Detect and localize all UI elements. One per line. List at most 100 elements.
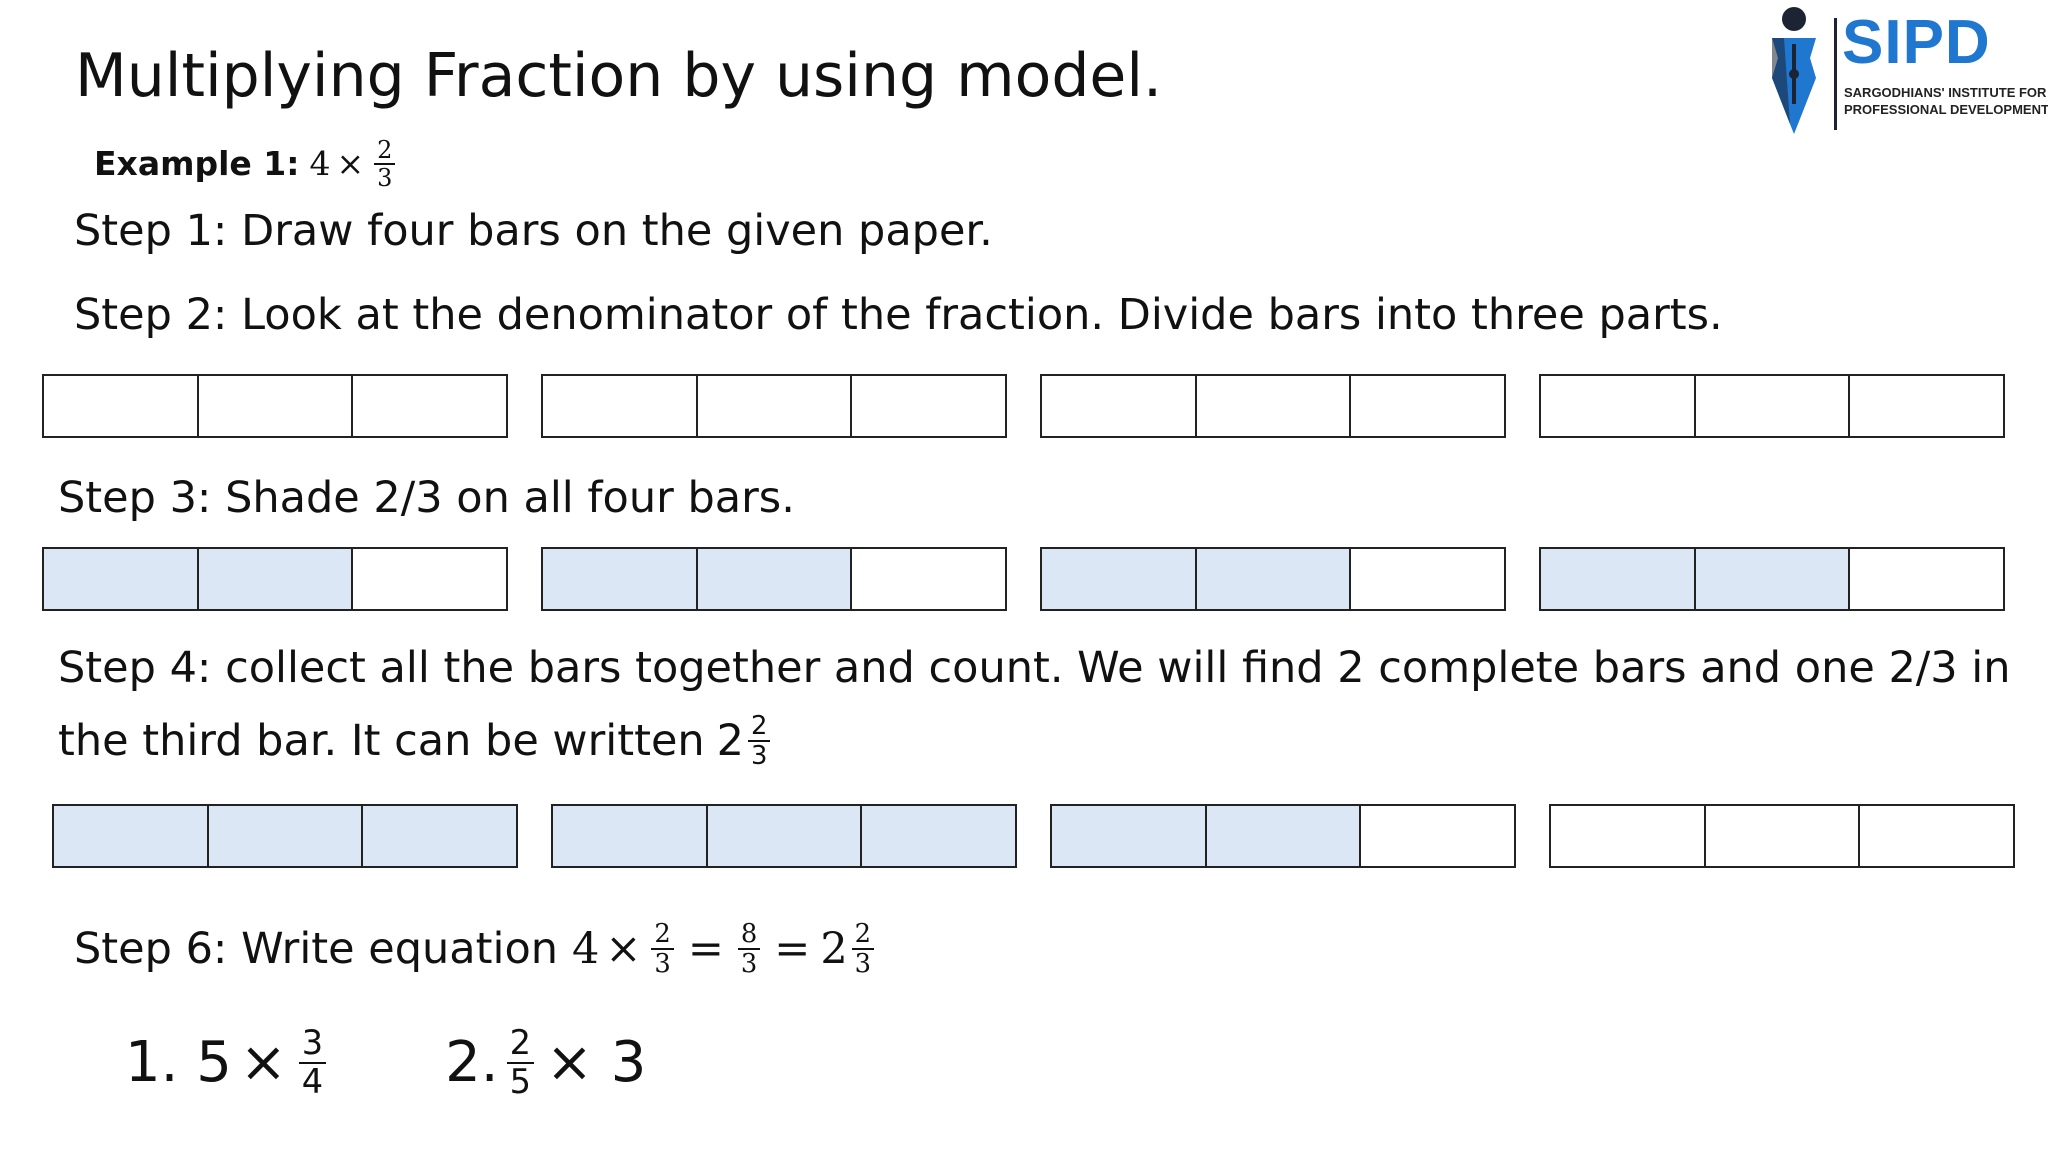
mixed-fraction: 2 3 xyxy=(748,712,771,772)
equals-sign: = xyxy=(774,924,811,975)
example-label: Example 1: xyxy=(94,144,300,183)
step-4-text: the third bar. It can be written xyxy=(58,716,705,767)
step-4-line-1: Step 4: collect all the bars together an… xyxy=(58,643,2011,693)
bar-part xyxy=(198,376,354,436)
equals-sign: = xyxy=(687,924,724,975)
bar-part xyxy=(1361,806,1515,866)
fraction-bar xyxy=(1040,374,1506,438)
fraction-numerator: 2 xyxy=(651,920,674,951)
eq-whole: 4 xyxy=(572,924,600,975)
bar-part xyxy=(852,549,1006,609)
fraction-numerator: 8 xyxy=(737,920,761,951)
fraction-bar xyxy=(52,804,518,868)
bar-part xyxy=(543,376,698,436)
bar-part-shaded xyxy=(44,549,199,609)
fraction-denominator: 3 xyxy=(377,164,393,192)
eq-mixed-whole: 2 xyxy=(820,924,848,975)
bar-part xyxy=(1850,549,2004,609)
fraction-denominator: 5 xyxy=(509,1062,531,1101)
bar-part xyxy=(353,376,507,436)
times-sign: × xyxy=(605,924,642,975)
logo-subtitle: SARGODHIANS' INSTITUTE FOR PROFESSIONAL … xyxy=(1844,84,2048,118)
bar-part-shaded xyxy=(363,806,517,866)
fraction-numerator: 2 xyxy=(506,1024,534,1064)
step-2: Step 2: Look at the denominator of the f… xyxy=(74,290,1723,340)
fraction-bar xyxy=(1539,547,2005,611)
bar-part-shaded xyxy=(54,806,209,866)
bar-part-shaded xyxy=(553,806,708,866)
fraction-numerator: 2 xyxy=(374,136,396,165)
fraction-bar xyxy=(541,547,1007,611)
example-whole: 4 xyxy=(309,144,331,183)
fraction-bar xyxy=(1539,374,2005,438)
fraction-numerator: 2 xyxy=(851,920,875,951)
bar-part xyxy=(44,376,199,436)
fraction-denominator: 3 xyxy=(740,949,758,980)
bar-part-shaded xyxy=(1052,806,1207,866)
mixed-whole: 2 xyxy=(716,716,745,767)
fraction-bar xyxy=(42,374,508,438)
bar-part-shaded xyxy=(697,549,853,609)
exercise-prefix: 2. xyxy=(445,1030,499,1095)
step-6-text: Step 6: Write equation xyxy=(74,924,559,975)
bar-part xyxy=(353,549,507,609)
exercise-list: 1. 5 × 3 4 2. 2 5 × 3 xyxy=(125,1018,646,1108)
page-title: Multiplying Fraction by using model. xyxy=(75,41,1163,111)
fraction-bar xyxy=(541,374,1007,438)
bar-part xyxy=(1541,376,1696,436)
bar-part-shaded xyxy=(1196,549,1352,609)
eq-mixed-fraction: 2 3 xyxy=(851,920,875,980)
step-1: Step 1: Draw four bars on the given pape… xyxy=(74,206,993,256)
fraction-bar xyxy=(42,547,508,611)
fraction-denominator: 3 xyxy=(751,741,768,772)
eq-fraction-1: 2 3 xyxy=(651,920,674,980)
bar-part xyxy=(852,376,1006,436)
step-4-line-2: the third bar. It can be written 2 2 3 xyxy=(58,712,774,771)
logo-subtitle-line1: SARGODHIANS' INSTITUTE FOR xyxy=(1844,85,2047,100)
fraction-denominator: 3 xyxy=(654,949,671,980)
times-sign: × xyxy=(336,144,365,183)
step-6: Step 6: Write equation 4 × 2 3 = 8 3 = 2… xyxy=(74,920,878,979)
exercise-fraction: 2 5 xyxy=(506,1024,534,1101)
bar-part-shaded xyxy=(1541,549,1696,609)
logo-divider xyxy=(1834,18,1837,130)
example-heading: Example 1: 4 × 2 3 xyxy=(94,132,399,196)
logo-subtitle-line2: PROFESSIONAL DEVELOPMENT xyxy=(1844,102,2048,117)
bar-part xyxy=(1042,376,1197,436)
sipd-logo: SIPD SARGODHIANS' INSTITUTE FOR PROFESSI… xyxy=(1762,4,2048,134)
bar-part xyxy=(697,376,853,436)
fraction-denominator: 4 xyxy=(301,1062,324,1101)
bar-part-shaded xyxy=(198,549,354,609)
fraction-numerator: 2 xyxy=(748,712,771,743)
fraction-bar xyxy=(1549,804,2015,868)
bar-part-shaded xyxy=(543,549,698,609)
bar-part-shaded xyxy=(208,806,364,866)
bar-part xyxy=(1860,806,2014,866)
times-sign: × xyxy=(239,1030,287,1095)
fraction-bar xyxy=(1040,547,1506,611)
exercise-2: 2. 2 5 × 3 xyxy=(445,1018,646,1108)
bar-part xyxy=(1705,806,1861,866)
bar-part-shaded xyxy=(1042,549,1197,609)
exercise-fraction: 3 4 xyxy=(298,1024,327,1101)
bar-part-shaded xyxy=(707,806,863,866)
bar-part xyxy=(1351,376,1505,436)
bar-part xyxy=(1850,376,2004,436)
example-fraction: 2 3 xyxy=(374,136,396,192)
step-3: Step 3: Shade 2/3 on all four bars. xyxy=(58,473,795,523)
bar-part xyxy=(1551,806,1706,866)
fraction-denominator: 3 xyxy=(854,949,872,980)
pen-nib-icon xyxy=(1772,7,1816,134)
bar-part xyxy=(1695,376,1851,436)
fraction-bar xyxy=(1050,804,1516,868)
bar-part xyxy=(1196,376,1352,436)
fraction-numerator: 3 xyxy=(298,1024,327,1064)
bar-part-shaded xyxy=(1206,806,1362,866)
exercise-suffix: × 3 xyxy=(545,1030,647,1095)
exercise-1: 1. 5 × 3 4 xyxy=(125,1018,330,1108)
bar-part xyxy=(1351,549,1505,609)
bar-part-shaded xyxy=(1695,549,1851,609)
fraction-bar xyxy=(551,804,1017,868)
bar-part-shaded xyxy=(862,806,1016,866)
eq-fraction-2: 8 3 xyxy=(737,920,761,980)
